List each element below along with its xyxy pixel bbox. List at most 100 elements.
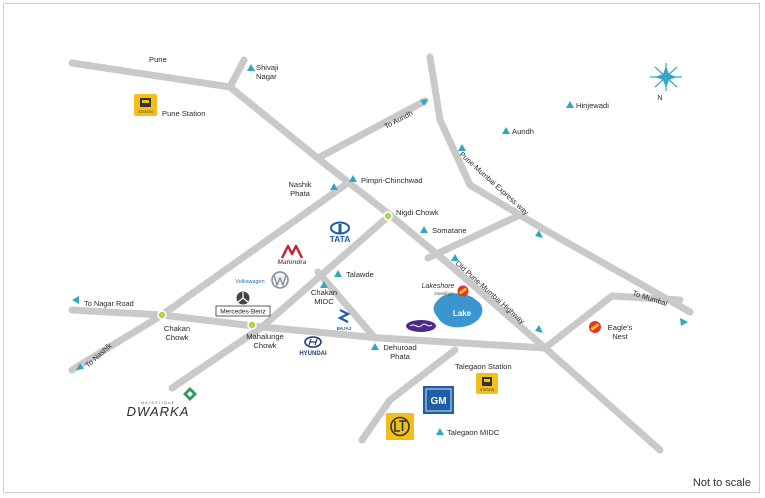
dwarka-emblem-inner bbox=[187, 391, 193, 397]
station-badge-text: STATION bbox=[480, 388, 495, 392]
place-label-pune: Pune bbox=[149, 55, 167, 64]
bajaj-emblem-icon bbox=[337, 309, 351, 323]
place-label-somatane: Somatane bbox=[432, 226, 467, 235]
train-icon-window bbox=[484, 379, 490, 382]
junction-dot-icon bbox=[383, 211, 393, 221]
mercedes-logo: Mercedes-Benz bbox=[215, 291, 271, 317]
label-line: Nest bbox=[612, 332, 629, 341]
no-entry-bar bbox=[590, 323, 600, 331]
place-label-lake: Lake bbox=[453, 309, 472, 318]
road-pune-to-nigdi bbox=[68, 59, 394, 219]
brand-tata: TATA bbox=[330, 234, 351, 244]
lt-logo bbox=[386, 413, 414, 440]
compass-north-label: N bbox=[657, 93, 662, 102]
tata-logo: TATA bbox=[330, 221, 351, 244]
label-line: Mahalunge bbox=[246, 332, 284, 341]
tata-emblem-icon bbox=[330, 221, 350, 235]
road-expressway bbox=[426, 53, 694, 316]
mercedes-emblem-star bbox=[237, 292, 249, 303]
triangle-icon bbox=[566, 101, 574, 108]
hyundai-emblem-h bbox=[308, 338, 318, 346]
arrow-marker-old-highway-top bbox=[451, 254, 459, 261]
arrow-marker-mumbai bbox=[680, 318, 688, 326]
brand-lakeshore: Lakeshore bbox=[422, 283, 455, 290]
triangle-icon bbox=[502, 127, 510, 134]
compass-icon: N bbox=[650, 63, 682, 102]
brand-volkswagen: Volkswagen bbox=[235, 279, 264, 285]
hyundai-emblem-icon bbox=[304, 336, 322, 348]
brand-hyundai: HYUNDAI bbox=[299, 351, 327, 357]
road-somatane bbox=[424, 211, 524, 262]
gm-logo: GM bbox=[423, 386, 454, 414]
place-label-hinjewadi: Hinjewadi bbox=[576, 101, 609, 110]
brand-dwarka: DWARKA bbox=[127, 404, 190, 419]
brand-mercedes: Mercedes-Benz bbox=[220, 309, 266, 316]
hyundai-logo: HYUNDAI bbox=[299, 336, 327, 357]
road-dwarka bbox=[168, 323, 266, 392]
arrow-marker-nagar bbox=[72, 296, 79, 304]
lakeshore-marker: Lakeshore Dwellings bbox=[422, 283, 469, 297]
road-shivaji-nagar bbox=[226, 56, 248, 91]
road-label-to-nagar: To Nagar Road bbox=[84, 299, 134, 308]
triangle-icon bbox=[320, 281, 328, 288]
arrow-marker-expressway-bottom bbox=[535, 230, 543, 238]
dwarka-logo: MAJESTIQUE DWARKA bbox=[127, 387, 197, 419]
label-line: Nagar bbox=[256, 72, 277, 81]
brand-lakeshore-sub: Dwellings bbox=[434, 291, 454, 296]
no-entry-bar bbox=[458, 287, 468, 295]
label-line: Eagle's bbox=[608, 323, 633, 332]
label-line: Chakan bbox=[164, 324, 190, 333]
triangle-icon bbox=[349, 175, 357, 182]
place-label-talegaon-station: Talegaon Station bbox=[455, 362, 512, 371]
gm-emblem-inner bbox=[425, 388, 452, 412]
arrow-marker-aundh bbox=[420, 99, 428, 106]
compass-star bbox=[655, 66, 677, 88]
arrow-marker-old-highway-bottom bbox=[535, 325, 543, 333]
brand-dwarka-top: MAJESTIQUE bbox=[141, 401, 175, 405]
brand-gm: GM bbox=[430, 396, 446, 407]
junction-dot-icon bbox=[157, 310, 167, 320]
road-to-aundh bbox=[314, 97, 429, 162]
volkswagen-logo: Volkswagen bbox=[235, 271, 289, 289]
bajaj-logo: BAJAJ bbox=[337, 309, 352, 331]
eagles-nest-marker bbox=[589, 321, 601, 333]
junctions bbox=[157, 211, 393, 330]
train-icon-window bbox=[142, 100, 149, 103]
junction-dot-icon bbox=[247, 320, 257, 330]
roads bbox=[68, 53, 694, 454]
lt-emblem-ring bbox=[390, 416, 410, 437]
road-to-mumbai-link bbox=[541, 292, 684, 352]
road-talegaon bbox=[358, 346, 459, 444]
label-line: Phata bbox=[390, 352, 411, 361]
volkswagen-emblem-mark bbox=[273, 274, 287, 287]
lt-emblem-mark bbox=[394, 420, 406, 432]
triangle-icon bbox=[247, 64, 255, 71]
brand-bajaj: BAJAJ bbox=[337, 326, 352, 331]
volkswagen-emblem-icon bbox=[271, 271, 289, 289]
tata-emblem-stem bbox=[338, 224, 342, 233]
arrow-marker-expressway-top bbox=[458, 144, 466, 151]
place-label-nigdi-chowk: Nigdi Chowk bbox=[396, 208, 439, 217]
label-line: Shivaji bbox=[256, 63, 279, 72]
triangle-icon bbox=[330, 183, 338, 190]
lake: Lake bbox=[433, 293, 483, 328]
road-old-highway bbox=[386, 211, 664, 454]
cadbury-script bbox=[409, 323, 433, 328]
triangle-icon bbox=[420, 226, 428, 233]
cadbury-logo bbox=[406, 320, 436, 332]
label-line: Phata bbox=[290, 189, 311, 198]
label-line: Chowk bbox=[165, 333, 188, 342]
triangle-icon bbox=[436, 428, 444, 435]
road-nashik bbox=[68, 311, 166, 374]
scale-note: Not to scale bbox=[692, 477, 751, 489]
pune-station-marker: STATION Pune Station bbox=[134, 94, 206, 118]
mercedes-label-box bbox=[215, 305, 271, 317]
label-line: MIDC bbox=[314, 297, 334, 306]
